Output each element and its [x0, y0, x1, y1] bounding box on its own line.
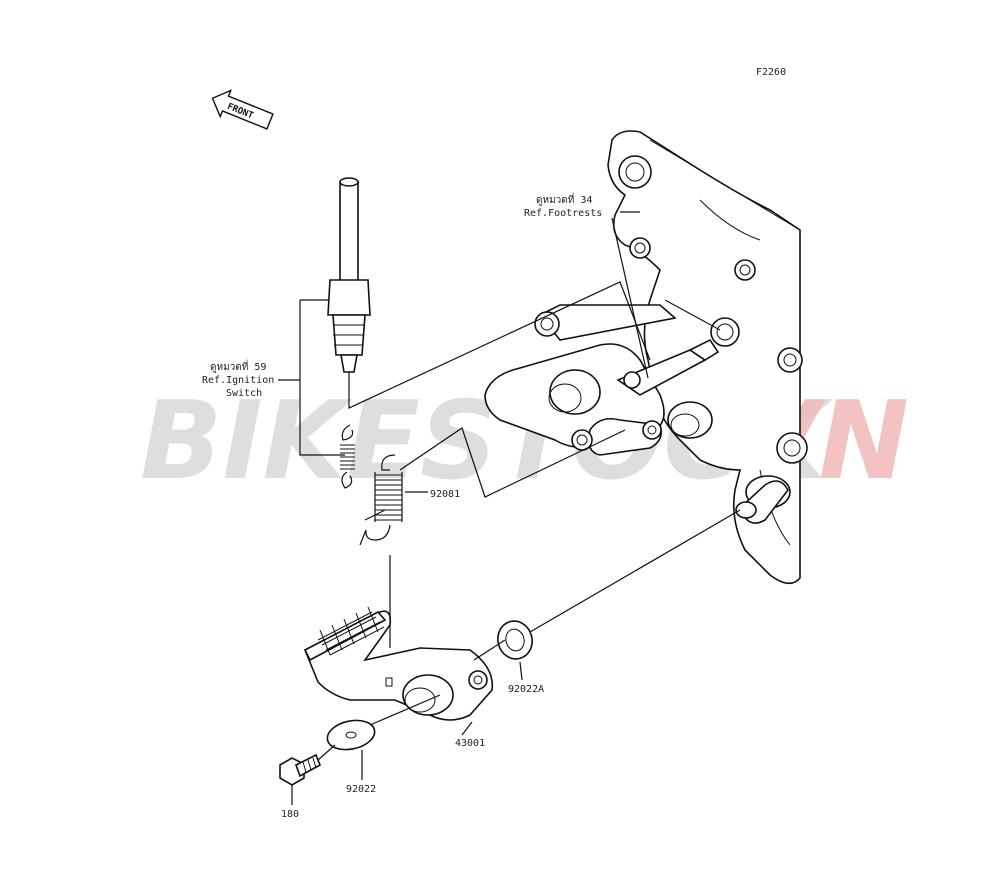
- ref-footrests: ดูหมวดที่ 34 Ref.Footrests: [524, 192, 602, 219]
- ref-ignition: ดูหมวดที่ 59 Ref.Ignition Switch: [202, 359, 274, 399]
- ref-footrests-en: Ref.Footrests: [524, 208, 602, 219]
- part-label-92022: 92022: [346, 784, 376, 795]
- bolt-180: [279, 753, 322, 786]
- ref-footrests-th: ดูหมวดที่ 34: [536, 192, 592, 206]
- switch-connector: [616, 338, 720, 396]
- ref-ignition-th: ดูหมวดที่ 59: [210, 359, 266, 373]
- footrest-assembly: [484, 304, 713, 456]
- brake-light-switch: [327, 177, 371, 400]
- ref-ignition-en-2: Switch: [226, 388, 262, 399]
- part-label-43001: 43001: [455, 738, 485, 749]
- washer-92022a: [497, 620, 533, 660]
- ref-ignition-en-1: Ref.Ignition: [202, 375, 274, 386]
- part-label-180: 180: [281, 809, 299, 820]
- part-label-92022a: 92022A: [508, 684, 544, 695]
- part-label-92081: 92081: [430, 489, 460, 500]
- switch-spring: [340, 424, 355, 489]
- brake-pedal: [303, 606, 494, 721]
- return-spring: [359, 454, 403, 546]
- leader-lines: [278, 211, 741, 805]
- pedal-tread: [317, 606, 385, 656]
- washer-92022: [326, 719, 376, 751]
- figure-code: F2260: [756, 67, 786, 78]
- front-arrow-icon: FRONT: [211, 89, 274, 130]
